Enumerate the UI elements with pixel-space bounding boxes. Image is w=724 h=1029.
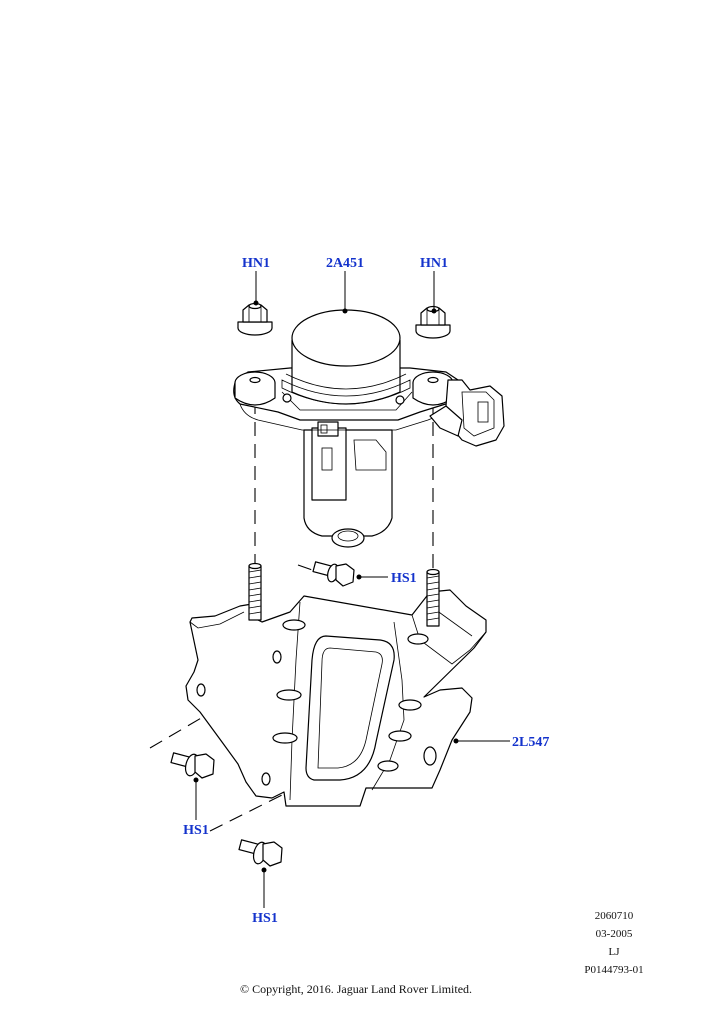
flange-nut-right	[415, 305, 451, 339]
leader-lines	[193, 271, 510, 908]
drawing-date: 03-2005	[596, 928, 633, 940]
bracket-hole	[261, 772, 271, 786]
flange-bolt-upper	[312, 561, 355, 587]
callout-bracket: 2L547	[512, 735, 549, 750]
flange-bolt-left	[170, 752, 215, 779]
callout-bolt-lower: HS1	[252, 911, 278, 926]
callout-nut-left: HN1	[242, 256, 270, 271]
flange-bolt-lower	[238, 839, 283, 867]
mounting-bracket	[185, 589, 487, 807]
callout-pump: 2A451	[326, 256, 364, 271]
bracket-slot	[388, 730, 412, 742]
copyright-notice: © Copyright, 2016. Jaguar Land Rover Lim…	[240, 982, 472, 996]
bracket-slot	[398, 699, 422, 711]
bracket-hole	[196, 683, 206, 697]
bracket-slot	[276, 689, 302, 701]
callout-bolt-upper: HS1	[391, 571, 417, 586]
callout-bolt-left: HS1	[183, 823, 209, 838]
bracket-stud-left	[248, 562, 262, 621]
bracket-slot	[282, 619, 306, 631]
drawing-number: P0144793-01	[584, 964, 643, 976]
flange-nut-left	[237, 302, 273, 336]
callout-nut-right: HN1	[420, 256, 448, 271]
bracket-stud-right	[426, 568, 440, 627]
drawing-ref-1: 2060710	[595, 910, 634, 922]
bracket-slot	[272, 732, 298, 744]
vacuum-pump	[233, 309, 505, 548]
drawing-initials: LJ	[609, 946, 621, 958]
bracket-slot	[407, 633, 429, 645]
bracket-hole	[423, 746, 437, 766]
bracket-slot	[377, 760, 399, 772]
bracket-hole	[272, 650, 282, 664]
